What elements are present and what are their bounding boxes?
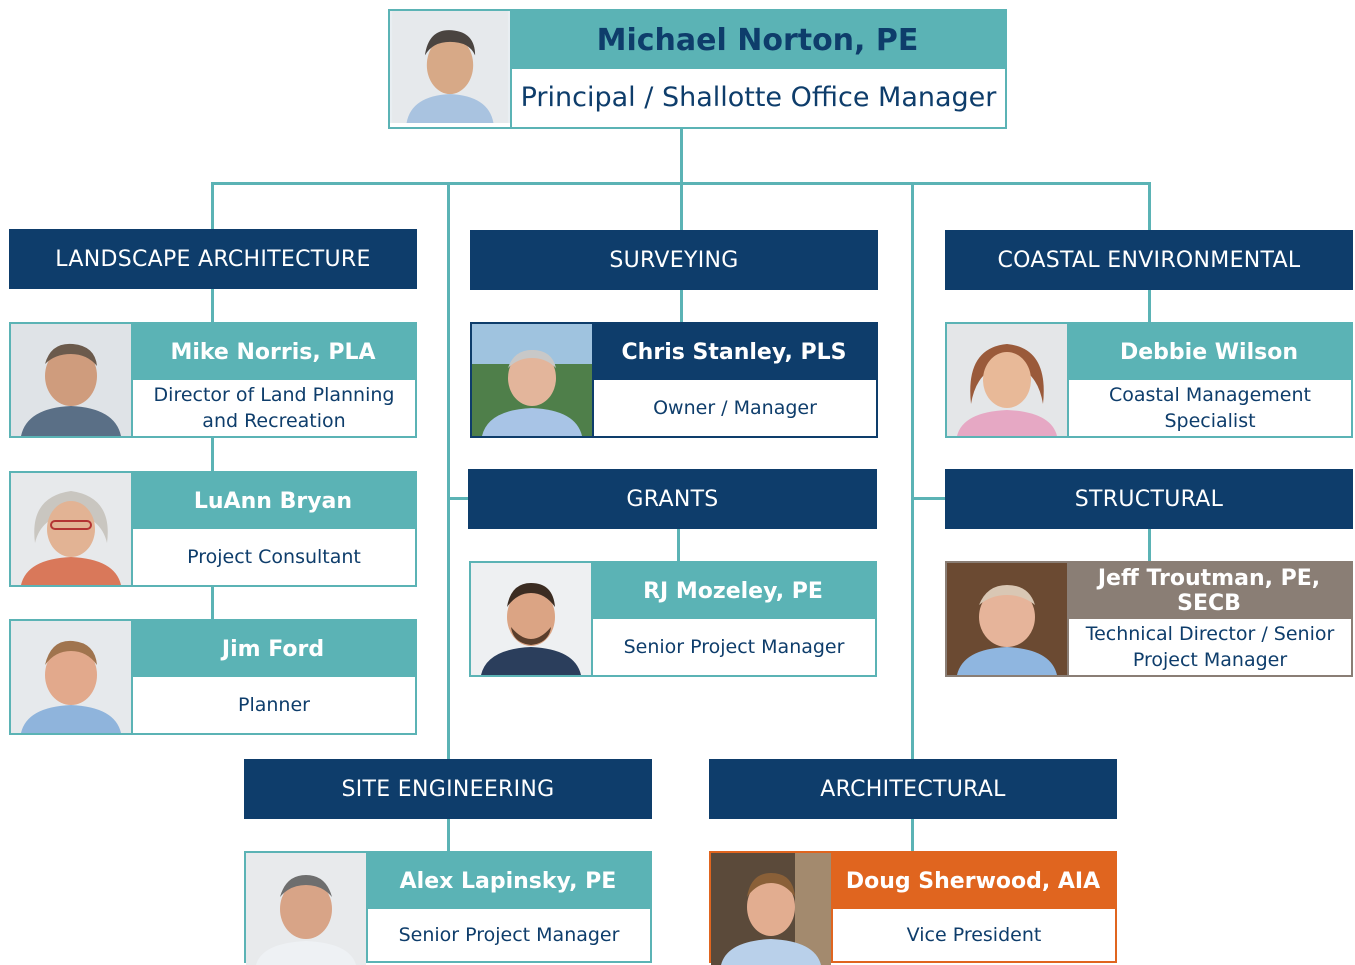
connector-line bbox=[211, 182, 214, 230]
person-title: Senior Project Manager bbox=[591, 619, 875, 675]
connector-line bbox=[911, 497, 945, 500]
person-photo bbox=[711, 853, 831, 965]
person-title: Planner bbox=[131, 677, 415, 733]
person-portrait-icon bbox=[11, 473, 131, 585]
principal-title: Principal / Shallotte Office Manager bbox=[510, 69, 1005, 127]
person-card-alex-lapinsky: Alex Lapinsky, PE Senior Project Manager bbox=[244, 851, 652, 965]
person-card-rj-mozeley: RJ Mozeley, PE Senior Project Manager bbox=[469, 561, 877, 677]
person-title: Vice President bbox=[831, 909, 1115, 961]
person-name: Debbie Wilson bbox=[1067, 324, 1351, 380]
dept-structural: STRUCTURAL bbox=[945, 469, 1353, 529]
person-card-mike-norris: Mike Norris, PLA Director of Land Planni… bbox=[9, 322, 417, 438]
person-card-luann-bryan: LuAnn Bryan Project Consultant bbox=[9, 471, 417, 587]
dept-architectural: ARCHITECTURAL bbox=[709, 759, 1117, 819]
principal-photo bbox=[390, 11, 510, 123]
person-photo bbox=[11, 324, 131, 436]
connector-line bbox=[211, 436, 214, 472]
person-name: Alex Lapinsky, PE bbox=[366, 853, 650, 909]
person-card-jim-ford: Jim Ford Planner bbox=[9, 619, 417, 735]
person-card-chris-stanley: Chris Stanley, PLS Owner / Manager bbox=[470, 322, 878, 438]
person-photo bbox=[11, 621, 131, 733]
dept-landscape-architecture: LANDSCAPE ARCHITECTURE bbox=[9, 229, 417, 289]
person-title: Senior Project Manager bbox=[366, 909, 650, 961]
connector-line bbox=[677, 528, 680, 562]
principal-name: Michael Norton, PE bbox=[510, 11, 1005, 69]
connector-line bbox=[680, 182, 683, 230]
dept-grants: GRANTS bbox=[468, 469, 877, 529]
person-title: Project Consultant bbox=[131, 529, 415, 585]
person-name: Mike Norris, PLA bbox=[131, 324, 415, 380]
person-title: Technical Director / Senior Project Mana… bbox=[1067, 619, 1351, 675]
person-name: Jim Ford bbox=[131, 621, 415, 677]
connector-line bbox=[1148, 182, 1151, 230]
dept-site-engineering: SITE ENGINEERING bbox=[244, 759, 652, 819]
person-portrait-icon bbox=[392, 11, 508, 123]
connector-line bbox=[680, 289, 683, 323]
person-portrait-icon bbox=[11, 324, 131, 436]
person-portrait-icon bbox=[471, 563, 591, 675]
person-title: Director of Land Planning and Recreation bbox=[131, 380, 415, 436]
person-portrait-icon bbox=[711, 853, 831, 965]
person-name: LuAnn Bryan bbox=[131, 473, 415, 529]
person-portrait-icon bbox=[947, 324, 1067, 436]
person-photo bbox=[947, 324, 1067, 436]
person-title: Coastal Management Specialist bbox=[1067, 380, 1351, 436]
person-name: Doug Sherwood, AIA bbox=[831, 853, 1115, 909]
dept-surveying: SURVEYING bbox=[470, 230, 878, 290]
connector-line bbox=[911, 182, 914, 760]
connector-line bbox=[447, 818, 450, 852]
person-portrait-icon bbox=[11, 621, 131, 733]
connector-line bbox=[211, 288, 214, 324]
connector-line bbox=[680, 128, 683, 184]
person-name: Chris Stanley, PLS bbox=[592, 324, 876, 380]
person-photo bbox=[11, 473, 131, 585]
person-photo bbox=[947, 563, 1067, 675]
connector-line bbox=[1148, 289, 1151, 323]
person-card-jeff-troutman: Jeff Troutman, PE, SECB Technical Direct… bbox=[945, 561, 1353, 677]
connector-line bbox=[911, 818, 914, 852]
person-card-doug-sherwood: Doug Sherwood, AIA Vice President bbox=[709, 851, 1117, 965]
person-name: Jeff Troutman, PE, SECB bbox=[1067, 563, 1351, 619]
person-card-debbie-wilson: Debbie Wilson Coastal Management Special… bbox=[945, 322, 1353, 438]
person-portrait-icon bbox=[947, 563, 1067, 675]
principal-card: Michael Norton, PE Principal / Shallotte… bbox=[388, 9, 1007, 129]
dept-coastal-environmental: COASTAL ENVIRONMENTAL bbox=[945, 230, 1353, 290]
person-title: Owner / Manager bbox=[592, 380, 876, 436]
connector-line bbox=[1148, 528, 1151, 562]
connector-line bbox=[447, 497, 469, 500]
person-name: RJ Mozeley, PE bbox=[591, 563, 875, 619]
person-portrait-icon bbox=[246, 853, 366, 965]
connector-line bbox=[211, 585, 214, 620]
person-photo bbox=[472, 324, 592, 436]
person-portrait-icon bbox=[472, 324, 592, 436]
connector-line bbox=[447, 182, 450, 760]
person-photo bbox=[471, 563, 591, 675]
person-photo bbox=[246, 853, 366, 965]
